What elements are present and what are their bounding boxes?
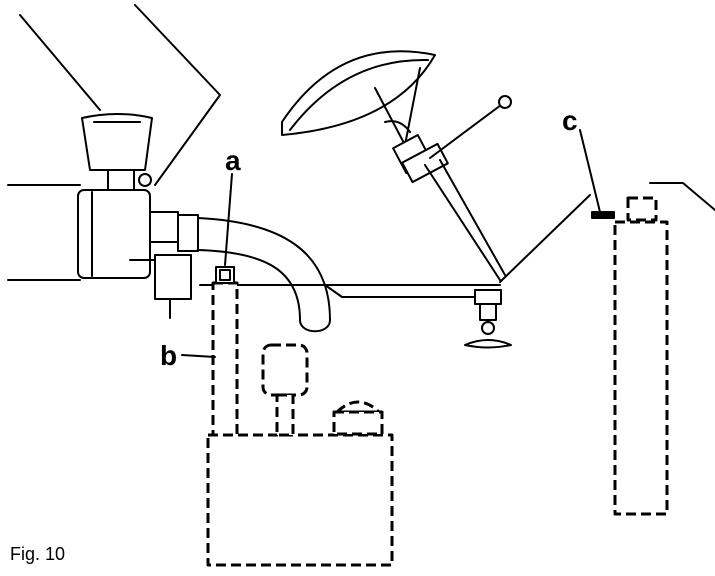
pedal — [464, 289, 512, 349]
air-cleaner-assembly — [7, 113, 199, 319]
callout-a: a — [225, 145, 241, 176]
curved-pipe — [197, 217, 331, 333]
cab-lines — [499, 182, 715, 283]
callout-b: b — [160, 340, 177, 371]
hood-lines — [19, 4, 221, 186]
steering-assembly — [281, 50, 512, 281]
auxiliary-tank — [591, 196, 669, 516]
figure-caption: Fig. 10 — [10, 544, 65, 564]
leader-lines — [181, 129, 601, 358]
fuel-tank — [206, 343, 394, 567]
filler-pipe — [211, 266, 239, 437]
callout-c: c — [562, 105, 578, 136]
floor-step — [324, 284, 481, 298]
